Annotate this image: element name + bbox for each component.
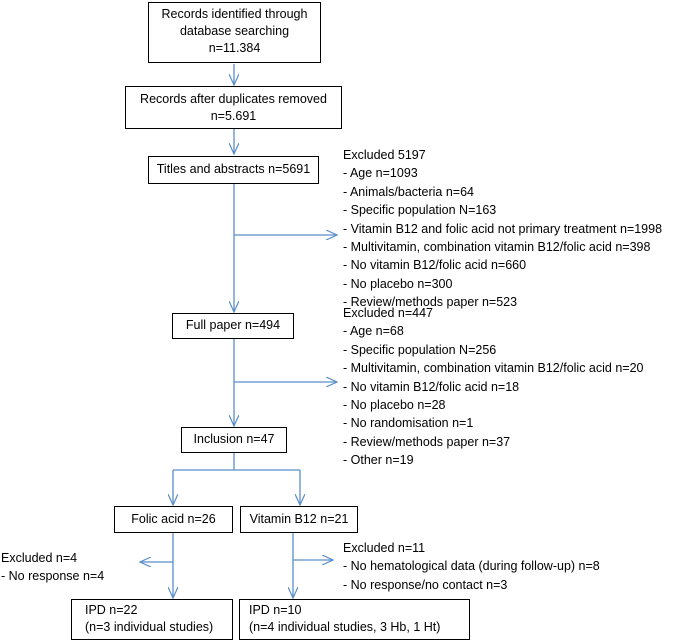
box-vitamin-b12: Vitamin B12 n=21	[240, 506, 358, 533]
arrow-split-connector	[173, 452, 300, 471]
box-inclusion: Inclusion n=47	[181, 427, 287, 453]
excluded-list-fullpaper: Excluded n=447 - Age n=68 - Specific pop…	[343, 306, 644, 468]
box-full-paper: Full paper n=494	[172, 313, 294, 339]
box-titles-abstracts: Titles and abstracts n=5691	[148, 156, 319, 184]
box-after-duplicates: Records after duplicates removed n=5.691	[125, 86, 342, 129]
excluded-list-folic: Excluded n=4 - No response n=4	[1, 551, 105, 584]
box-ipd-b12: IPD n=10 (n=4 individual studies, 3 Hb, …	[239, 599, 470, 640]
box-folic-acid: Folic acid n=26	[114, 506, 233, 533]
box-ipd-folic: IPD n=22 (n=3 individual studies)	[71, 599, 233, 640]
excluded-list-b12: Excluded n=11 - No hematological data (d…	[343, 541, 600, 592]
box-records-identified: Records identified through database sear…	[148, 2, 321, 63]
excluded-list-titles: Excluded 5197 - Age n=1093 - Animals/bac…	[343, 148, 663, 310]
